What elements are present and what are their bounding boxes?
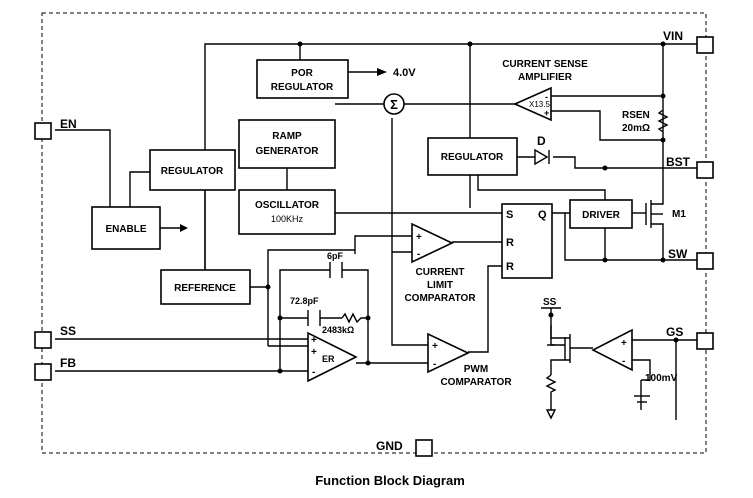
pin-ss: SS [34,324,76,349]
pin-vin: VIN [663,29,714,54]
svg-text:-: - [312,367,315,378]
mosfet-label: M1 [672,209,686,220]
gate-sense-amplifier: + - [591,328,633,372]
svg-text:BST: BST [666,155,691,169]
svg-text:SW: SW [668,247,688,261]
rsen-value: 20mΩ [622,123,650,134]
pin-fb: FB [34,356,76,381]
svg-text:Q: Q [538,209,547,221]
svg-text:+: + [416,232,422,243]
pin-gnd: GND [376,439,433,457]
rsen-label: RSEN [622,110,650,121]
vref-label: 100mV [645,373,678,384]
svg-text:RAMP: RAMP [272,131,302,142]
svg-text:VIN: VIN [663,29,683,43]
pin-sw: SW [668,247,714,270]
wires [55,43,697,453]
error-amplifier: + + - ER [307,331,358,383]
svg-text:-: - [622,356,625,367]
pin-bst: BST [666,155,714,179]
svg-text:SS: SS [60,324,76,338]
pwm-label-line2: COMPARATOR [440,377,512,388]
svg-text:GS: GS [666,325,683,339]
regulator-right-block: REGULATOR [427,137,518,176]
cap2-label: 72.8pF [290,296,319,306]
diode-icon [534,148,550,166]
svg-text:EN: EN [60,117,77,131]
svg-text:POR: POR [291,68,313,79]
por-output-label: 4.0V [393,67,416,79]
svg-text:ER: ER [322,354,335,364]
chip-boundary [41,12,707,454]
capacitors [307,262,343,326]
svg-text:R: R [506,237,514,249]
svg-text:+: + [311,347,317,358]
enable-block: ENABLE [91,206,161,250]
svg-text:DRIVER: DRIVER [582,210,621,221]
summing-junction: Σ [383,93,405,115]
sigma-icon: Σ [390,97,398,112]
pin-gs: GS [666,325,714,350]
arrowheads [180,68,557,420]
driver-block: DRIVER [569,199,633,229]
por-arrow-icon [377,68,387,76]
svg-text:+: + [621,338,627,349]
enable-arrow-icon [180,224,188,232]
svg-text:-: - [417,249,420,260]
sr-latch: S Q R R [501,203,553,279]
cap1-label: 6pF [327,251,344,261]
csa-title-line1: CURRENT SENSE [502,59,588,70]
svg-text:REFERENCE: REFERENCE [174,283,236,294]
svg-text:+: + [544,108,549,118]
ss-small-label: SS [543,297,557,308]
svg-text:GND: GND [376,439,403,453]
ground-arrow-icon [545,409,557,420]
pwm-comparator: + - [427,332,470,374]
svg-text:100KHz: 100KHz [271,214,304,224]
clc-label-line1: CURRENT [416,267,465,278]
svg-text:REGULATOR: REGULATOR [441,152,504,163]
ramp-generator-block: RAMP GENERATOR [238,119,336,169]
junctions [265,41,679,374]
svg-text:GENERATOR: GENERATOR [256,146,320,157]
svg-text:+: + [311,335,317,346]
clc-label-line2: LIMIT [427,280,453,291]
svg-text:X13.5: X13.5 [529,100,550,109]
svg-text:FB: FB [60,356,76,370]
clc-label-line3: COMPARATOR [404,293,476,304]
csa-title-line2: AMPLIFIER [518,72,573,83]
svg-text:-: - [545,92,548,102]
svg-text:REGULATOR: REGULATOR [161,166,224,177]
reference-block: REFERENCE [160,269,251,305]
svg-text:OSCILLATOR: OSCILLATOR [255,200,320,211]
oscillator-block: OSCILLATOR 100KHz [238,189,336,235]
current-sense-amplifier: X13.5 - + [513,86,552,122]
diagram-caption: Function Block Diagram [315,473,465,488]
current-limit-comparator: + - [411,222,454,264]
por-regulator-block: POR REGULATOR [256,59,349,99]
svg-text:-: - [433,359,436,370]
svg-text:R: R [506,261,514,273]
svg-text:S: S [506,209,513,221]
resistor-label: 2483kΩ [322,325,354,335]
diode-label: D [537,134,546,148]
svg-text:+: + [432,341,438,352]
svg-text:REGULATOR: REGULATOR [271,82,334,93]
pwm-label-line1: PWM [464,364,488,375]
svg-text:ENABLE: ENABLE [105,224,146,235]
pin-en: EN [34,117,77,140]
regulator-left-block: REGULATOR [149,149,236,191]
